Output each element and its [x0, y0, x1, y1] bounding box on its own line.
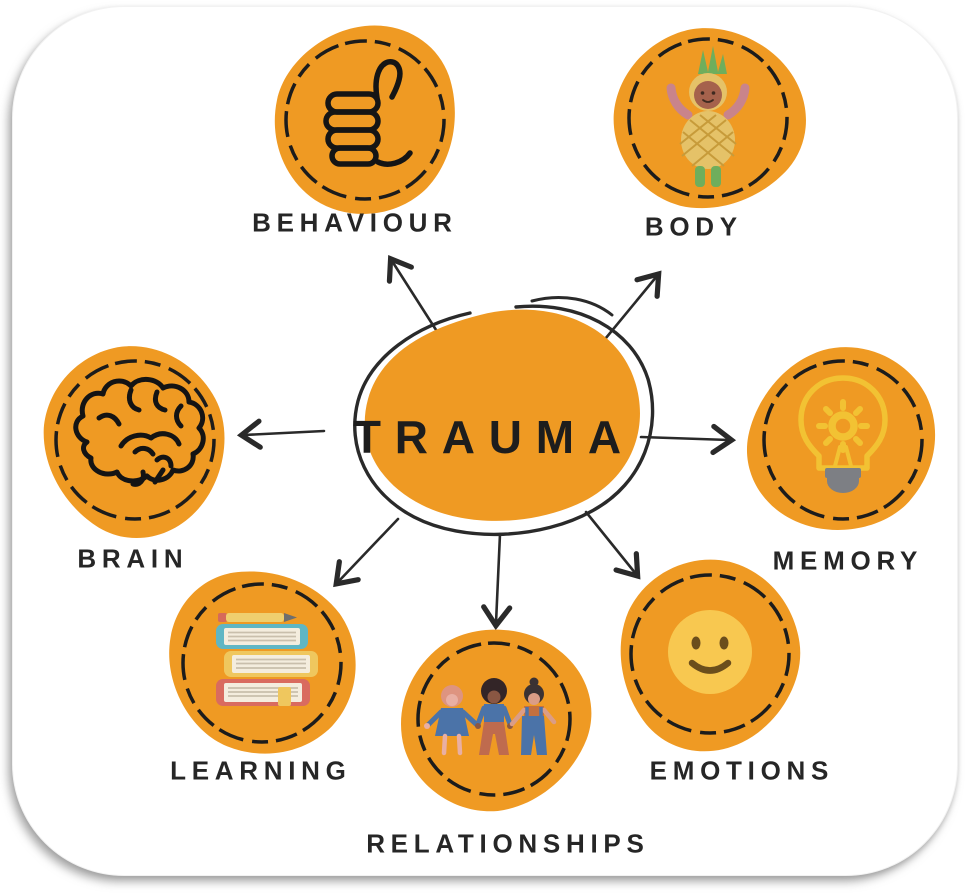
arrow-to-emotions: [584, 510, 641, 580]
center-blob-outline: [353, 304, 655, 537]
arrow-to-memory: [639, 423, 737, 456]
node-memory: [743, 340, 943, 540]
arrow-to-body: [599, 270, 662, 346]
brain-icon: [73, 377, 206, 487]
books-stack-icon: [216, 613, 318, 706]
node-brain: [35, 340, 235, 540]
arrow-to-relationships: [481, 532, 513, 631]
node-behaviour: [265, 20, 465, 220]
center-blob-sketch-stroke: [530, 295, 614, 317]
center-trauma-blob: [353, 295, 655, 537]
node-learning: [162, 563, 362, 763]
label-brain: BRAIN: [77, 543, 189, 574]
smiley-face-icon: [668, 610, 752, 694]
label-learning: LEARNING: [170, 755, 352, 786]
pineapple-child-icon: [666, 46, 750, 187]
arrow-to-learning: [333, 517, 400, 588]
arrow-to-brain: [236, 418, 326, 450]
label-memory: MEMORY: [772, 545, 924, 576]
arrow-to-behaviour: [386, 255, 440, 335]
lightbulb-gear-icon: [798, 375, 888, 493]
center-label: TRAUMA: [352, 411, 635, 463]
node-relationships: [394, 619, 594, 819]
people-holding-hands-icon: [424, 677, 557, 756]
label-emotions: EMOTIONS: [649, 755, 835, 786]
node-emotions: [610, 554, 810, 754]
label-behaviour: BEHAVIOUR: [252, 207, 458, 238]
label-relationships: RELATIONSHIPS: [366, 828, 650, 859]
thumbs-up-icon: [323, 59, 413, 167]
label-body: BODY: [644, 211, 743, 242]
node-body: [608, 18, 808, 218]
center-blob-fill: [364, 309, 640, 521]
